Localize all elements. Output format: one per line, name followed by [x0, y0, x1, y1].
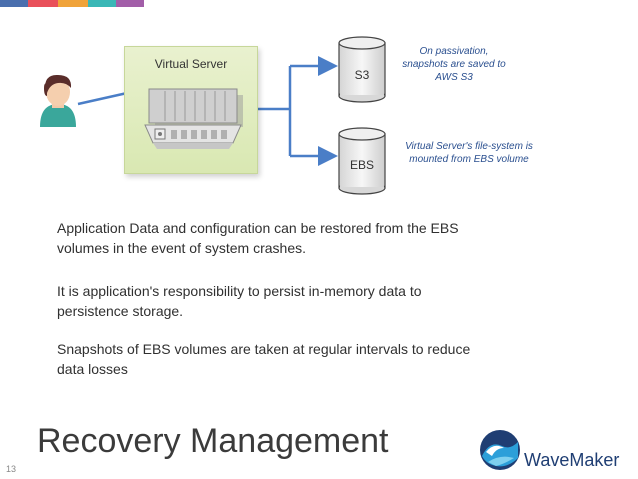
- wavemaker-logo-text: WaveMaker: [524, 450, 620, 470]
- s3-note: On passivation, snapshots are saved to A…: [402, 46, 506, 83]
- s3-cylinder: [338, 36, 386, 103]
- strip-segment: [116, 0, 144, 7]
- strip-segment: [28, 0, 58, 7]
- s3-label: S3: [354, 68, 370, 82]
- strip-segment: [88, 0, 116, 7]
- virtual-server-label: Virtual Server: [154, 57, 228, 71]
- page-number: 13: [6, 464, 17, 474]
- ebs-cylinder: [338, 127, 386, 195]
- ebs-label: EBS: [349, 158, 374, 172]
- wavemaker-logo-icon: [480, 430, 520, 470]
- ebs-note: Virtual Server's file-system is mounted …: [405, 141, 533, 165]
- body-paragraph-3: Snapshots of EBS volumes are taken at re…: [57, 341, 471, 377]
- body-paragraph-1: Application Data and configuration can b…: [57, 220, 459, 256]
- strip-segment: [58, 0, 88, 7]
- virtual-server-box: Virtual Server: [124, 46, 258, 174]
- strip-segment: [0, 0, 28, 7]
- user-icon: [40, 74, 76, 127]
- body-paragraph-2: It is application's responsibility to pe…: [57, 283, 422, 319]
- server-rack-icon: [144, 88, 243, 149]
- slide-title: Recovery Management: [37, 422, 389, 460]
- top-color-strip: [0, 0, 638, 7]
